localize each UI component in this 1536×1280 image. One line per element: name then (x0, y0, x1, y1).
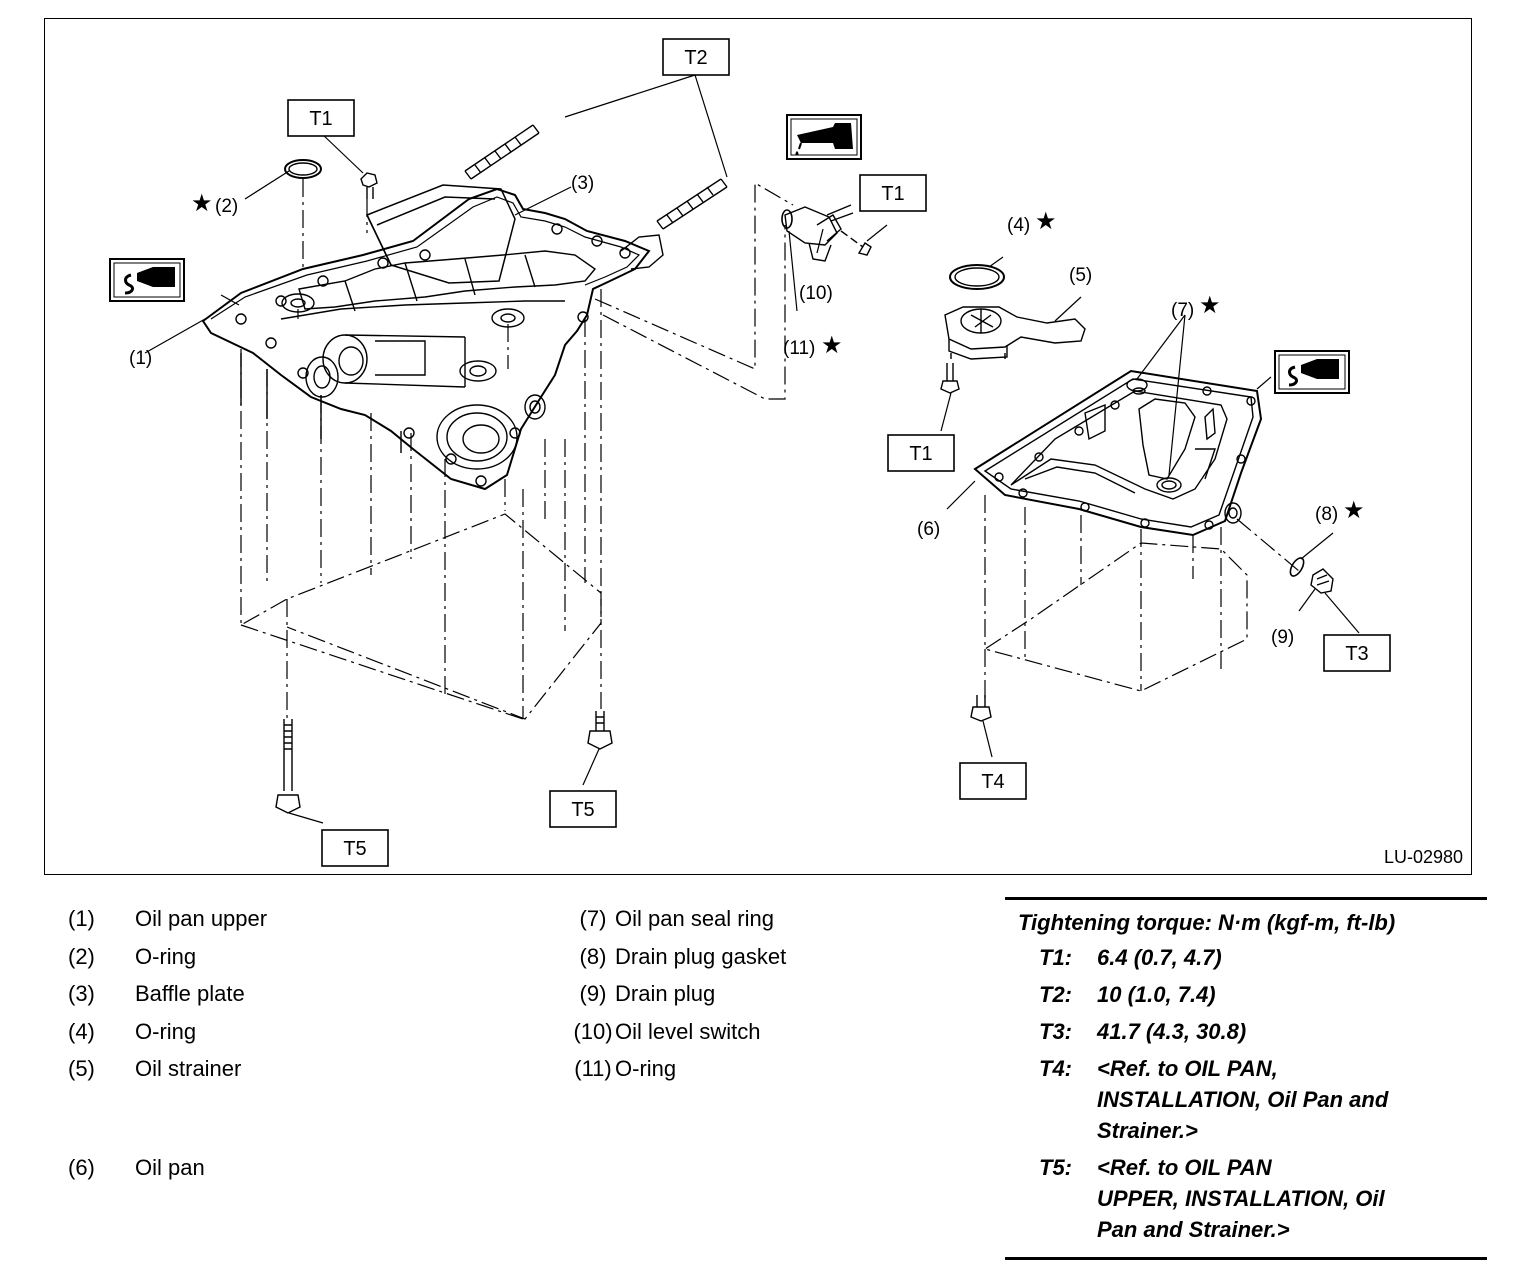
legend-row: (3)Baffle plate (68, 981, 245, 1006)
tag-t1-strainer: T1 (887, 434, 955, 472)
star-2: ★ (191, 190, 213, 217)
legend-row: (10)Oil level switch (573, 1018, 761, 1044)
tag-t5-left: T5 (321, 829, 389, 867)
baffle-plate (365, 184, 516, 284)
bolt-t5-right (587, 711, 613, 750)
legend-row: (11)O-ring (574, 1056, 677, 1081)
callout-7: (7) (1171, 300, 1194, 321)
stud-bolts (464, 124, 728, 230)
callout-8: (8) (1315, 504, 1338, 525)
callout-labels: (1) (2) ★ (3) (10) (11) ★ (4) ★ (5) (7) … (129, 173, 1365, 648)
projection-lines-right (984, 495, 1300, 699)
bolt-t1-strainer (940, 363, 960, 394)
callout-5: (5) (1069, 265, 1092, 286)
legend-row: (4)O-ring (68, 1018, 197, 1044)
torque-row-t2: T2: 10 (1.0, 7.4) (1039, 982, 1216, 1007)
tag-t3: T3 (1323, 634, 1391, 672)
tag-t1-top: T1 (287, 99, 355, 137)
callout-1: (1) (129, 348, 152, 369)
drain-plug-gasket (1289, 557, 1305, 577)
liquid-gasket-icon (109, 258, 185, 302)
torque-row-t4: T4: <Ref. to OIL PAN, INSTALLATION, Oil … (1039, 1056, 1389, 1143)
engine-oil-icon (786, 114, 862, 160)
callout-10: (10) (799, 283, 833, 304)
bolt-t1-switch (840, 230, 872, 256)
o-ring-2 (284, 159, 322, 179)
star-11: ★ (821, 332, 843, 359)
callout-9: (9) (1271, 627, 1294, 648)
tag-t5-right: T5 (549, 790, 617, 828)
exploded-diagram: T2 T1 T1 T1 T3 T4 (109, 38, 1391, 867)
callout-11: (11) (783, 338, 815, 359)
svg-text:T1: T1 (309, 108, 332, 130)
legend-row: (1)Oil pan upper (68, 906, 268, 931)
legend-row: (6)Oil pan (68, 1154, 205, 1180)
svg-text:T1: T1 (881, 183, 904, 205)
svg-text:T5: T5 (343, 838, 366, 860)
callout-6: (6) (917, 519, 940, 540)
tag-t4: T4 (959, 762, 1027, 800)
liquid-gasket-icon (1274, 350, 1350, 394)
legend-row: (5)Oil strainer (68, 1056, 242, 1081)
callout-2: (2) (215, 196, 238, 217)
projection-lines-left (240, 179, 602, 720)
oil-pan (973, 369, 1263, 537)
torque-row-t5: T5: <Ref. to OIL PAN UPPER, INSTALLATION… (1039, 1155, 1385, 1242)
o-ring-4 (949, 264, 1005, 290)
torque-row-t3: T3: 41.7 (4.3, 30.8) (1039, 1019, 1247, 1044)
legend-row: (8)Drain plug gasket (579, 943, 787, 969)
star-4: ★ (1035, 208, 1057, 235)
drain-plug (1310, 568, 1334, 594)
bolt-t4 (970, 695, 992, 722)
torque-tags: T2 T1 T1 T1 T3 T4 (287, 38, 1391, 867)
bolt-t1-top (360, 172, 378, 199)
star-7: ★ (1199, 292, 1221, 319)
legend-column-1: (1)Oil pan upper (2)O-ring (3)Baffle pla… (68, 900, 267, 1186)
legend-column-2: (7)Oil pan seal ring (8)Drain plug gaske… (542, 900, 786, 1088)
torque-row-t1: T1: 6.4 (0.7, 4.7) (1039, 945, 1222, 970)
callout-4: (4) (1007, 215, 1030, 236)
oil-level-switch (784, 204, 854, 262)
svg-text:T5: T5 (571, 799, 594, 821)
tag-t2: T2 (662, 38, 730, 76)
svg-text:T2: T2 (684, 47, 707, 69)
svg-text:T1: T1 (909, 443, 932, 465)
callout-3: (3) (571, 173, 594, 194)
oil-strainer (944, 306, 1086, 360)
star-8: ★ (1343, 497, 1365, 524)
oil-pan-upper (201, 187, 664, 491)
legend-row: (2)O-ring (68, 943, 197, 969)
legend-row: (7)Oil pan seal ring (579, 906, 774, 931)
torque-title: Tightening torque: N·m (kgf-m, ft-lb) (1018, 910, 1396, 935)
figure-id: LU-02980 (1383, 847, 1463, 867)
figure-frame: T2 T1 T1 T1 T3 T4 (44, 18, 1472, 875)
svg-text:T4: T4 (981, 771, 1004, 793)
leader-lines (144, 74, 1360, 824)
bolt-t5-left (275, 719, 301, 814)
torque-table: Tightening torque: N·m (kgf-m, ft-lb) T1… (1005, 897, 1487, 1260)
legend-row: (9)Drain plug (579, 981, 716, 1006)
tag-t1-switch: T1 (859, 174, 927, 212)
svg-text:T3: T3 (1345, 643, 1368, 665)
